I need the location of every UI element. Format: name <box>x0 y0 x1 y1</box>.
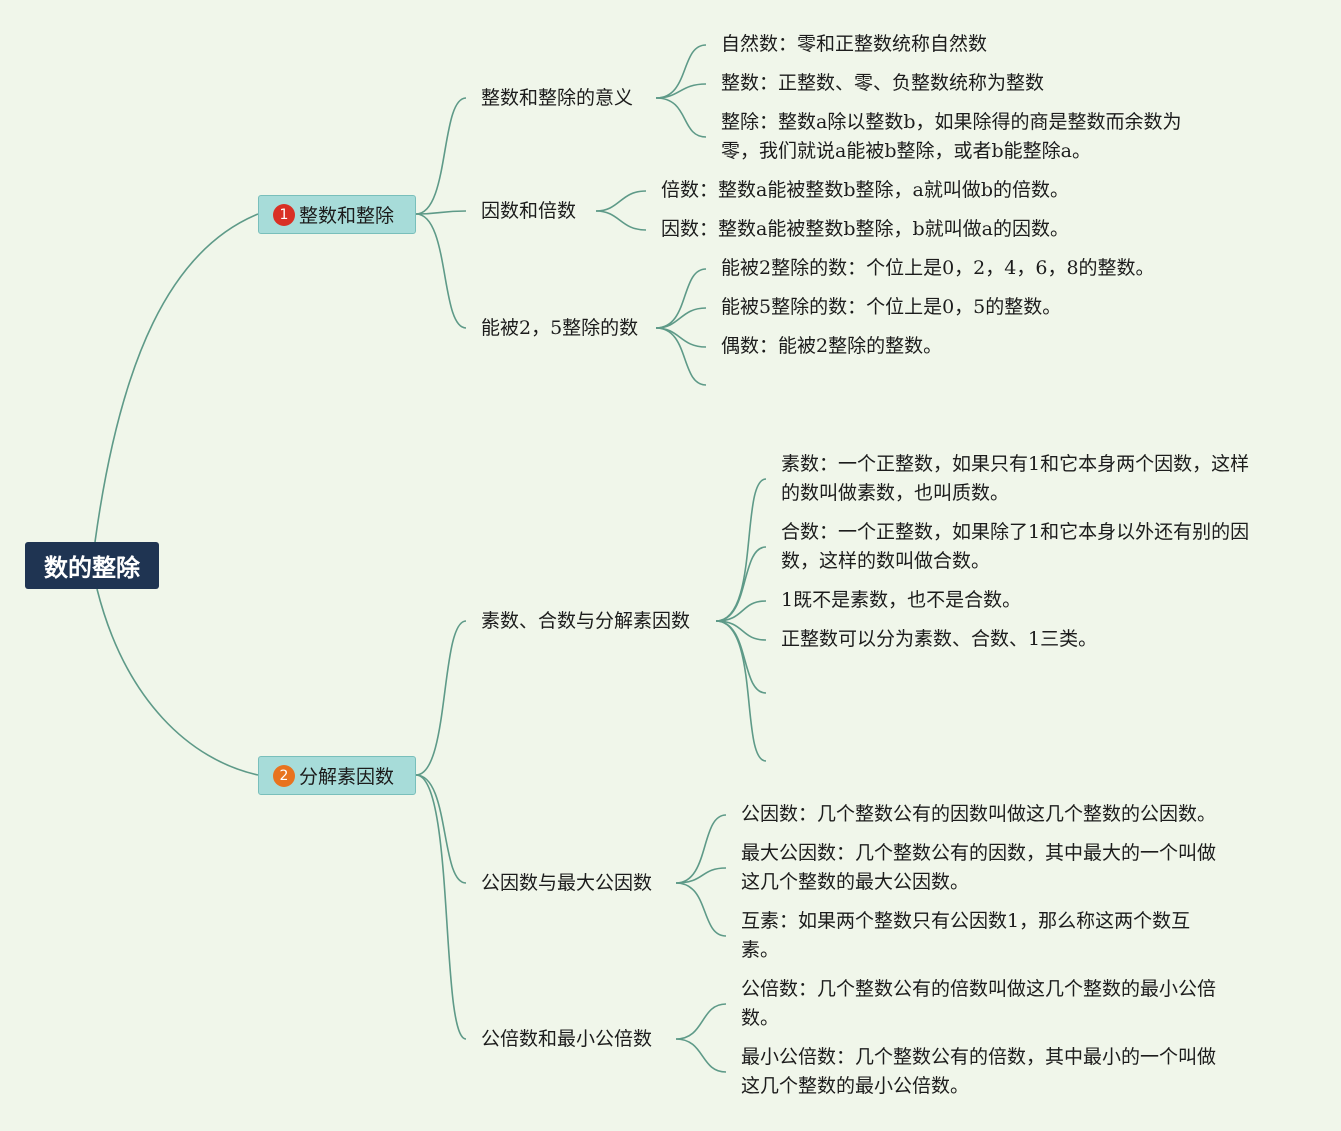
leaf-line: 能被5整除的数：个位上是0，5的整数。 <box>721 296 1062 318</box>
connector-branch2-sub3 <box>415 774 467 1040</box>
leaf-line: 偶数：能被2整除的整数。 <box>721 335 943 357</box>
leaf-line: 整数：正整数、零、负整数统称为整数 <box>721 72 1045 94</box>
leaf-coprime[interactable]: 互素：如果两个整数只有公因数1，那么称这两个数互 素。 <box>741 907 1190 965</box>
connector-b2sub2-leaf1 <box>675 814 727 884</box>
connector-branch1-sub1 <box>415 97 467 215</box>
leaf-one-neither[interactable]: 1既不是素数，也不是合数。 <box>781 586 1021 615</box>
leaf-line: 这几个整数的最小公倍数。 <box>741 1075 970 1097</box>
connector-b2sub1-leaf5 <box>715 620 767 694</box>
connector-root-branch1 <box>94 213 259 543</box>
connector-b2sub2-leaf3 <box>675 882 727 937</box>
leaf-line: 最小公倍数：几个整数公有的倍数，其中最小的一个叫做 <box>741 1046 1217 1068</box>
leaf-line: 倍数：整数a能被整数b整除，a就叫做b的倍数。 <box>661 179 1069 201</box>
leaf-natural-numbers[interactable]: 自然数：零和正整数统称自然数 <box>721 30 987 59</box>
leaf-composite-definition[interactable]: 合数：一个正整数，如果除了1和它本身以外还有别的因 数，这样的数叫做合数。 <box>781 518 1249 576</box>
connector-sub3-leaf4 <box>655 327 707 386</box>
leaf-common-factor[interactable]: 公因数：几个整数公有的因数叫做这几个整数的公因数。 <box>741 800 1216 829</box>
connector-root-branch2 <box>96 588 259 776</box>
leaf-line: 自然数：零和正整数统称自然数 <box>721 33 988 55</box>
connector-branch2-sub1 <box>415 620 467 776</box>
leaf-line: 素数：一个正整数，如果只有1和它本身两个因数，这样 <box>781 453 1250 475</box>
leaf-greatest-common-factor[interactable]: 最大公因数：几个整数公有的因数，其中最大的一个叫做 这几个整数的最大公因数。 <box>741 839 1216 897</box>
leaf-line: 1既不是素数，也不是合数。 <box>781 589 1022 611</box>
leaf-line: 数，这样的数叫做合数。 <box>781 550 991 572</box>
leaf-line: 数。 <box>741 1007 780 1029</box>
leaf-line: 能被2整除的数：个位上是0，2，4，6，8的整数。 <box>721 257 1155 279</box>
branch-topic-label: 分解素因数 <box>299 766 395 788</box>
connector-b2sub3-leaf1 <box>675 1003 727 1040</box>
root-topic[interactable]: 数的整除 <box>25 542 159 589</box>
connector-b2sub1-leaf4 <box>715 620 767 641</box>
leaf-prime-definition[interactable]: 素数：一个正整数，如果只有1和它本身两个因数，这样 的数叫做素数，也叫质数。 <box>781 450 1249 508</box>
leaf-line: 合数：一个正整数，如果除了1和它本身以外还有别的因 <box>781 521 1250 543</box>
subtopic-factors-multiples[interactable]: 因数和倍数 <box>481 200 577 222</box>
subtopic-common-multiples[interactable]: 公倍数和最小公倍数 <box>481 1028 653 1050</box>
leaf-divisible-by-5[interactable]: 能被5整除的数：个位上是0，5的整数。 <box>721 293 1061 322</box>
leaf-line: 素。 <box>741 939 780 961</box>
leaf-line: 公因数：几个整数公有的因数叫做这几个整数的公因数。 <box>741 803 1217 825</box>
leaf-classification[interactable]: 正整数可以分为素数、合数、1三类。 <box>781 625 1097 654</box>
connector-sub3-leaf1 <box>655 268 707 329</box>
leaf-line: 的数叫做素数，也叫质数。 <box>781 482 1010 504</box>
number-badge-icon: 1 <box>273 203 295 226</box>
connector-b2sub3-leaf2 <box>675 1038 727 1073</box>
root-topic-label: 数的整除 <box>44 554 140 582</box>
leaf-factor-definition[interactable]: 因数：整数a能被整数b整除，b就叫做a的因数。 <box>661 215 1069 244</box>
connector-b2sub2-leaf2 <box>675 867 727 884</box>
leaf-line: 因数：整数a能被整数b整除，b就叫做a的因数。 <box>661 218 1069 240</box>
leaf-line: 这几个整数的最大公因数。 <box>741 871 970 893</box>
subtopic-common-factors[interactable]: 公因数与最大公因数 <box>481 872 653 894</box>
leaf-line: 公倍数：几个整数公有的倍数叫做这几个整数的最小公倍 <box>741 978 1217 1000</box>
subtopic-primes-composites[interactable]: 素数、合数与分解素因数 <box>481 610 691 632</box>
connector-branch1-sub3 <box>415 213 467 329</box>
subtopic-meaning-of-integers[interactable]: 整数和整除的意义 <box>481 87 634 109</box>
branch-topic-integers-divisibility[interactable]: 1 整数和整除 <box>258 195 416 234</box>
connector-sub1-leaf1 <box>655 44 707 99</box>
connector-b2sub1-leaf2 <box>715 546 767 622</box>
connector-b2sub1-leaf3 <box>715 600 767 622</box>
leaf-divisibility-definition[interactable]: 整除：整数a除以整数b，如果除得的商是整数而余数为 零，我们就说a能被b整除，或… <box>721 108 1182 166</box>
number-badge-icon: 2 <box>273 764 295 787</box>
leaf-integers[interactable]: 整数：正整数、零、负整数统称为整数 <box>721 69 1044 98</box>
leaf-least-common-multiple[interactable]: 最小公倍数：几个整数公有的倍数，其中最小的一个叫做 这几个整数的最小公倍数。 <box>741 1043 1216 1101</box>
connector-sub3-leaf2 <box>655 307 707 329</box>
branch-topic-label: 整数和整除 <box>299 205 395 227</box>
connector-branch2-sub2 <box>415 774 467 884</box>
branch-topic-prime-factorization[interactable]: 2 分解素因数 <box>258 756 416 795</box>
leaf-line: 零，我们就说a能被b整除，或者b能整除a。 <box>721 140 1091 162</box>
connector-sub3-leaf3 <box>655 327 707 348</box>
leaf-common-multiple[interactable]: 公倍数：几个整数公有的倍数叫做这几个整数的最小公倍 数。 <box>741 975 1216 1033</box>
leaf-multiple-definition[interactable]: 倍数：整数a能被整数b整除，a就叫做b的倍数。 <box>661 176 1069 205</box>
connector-branch1-sub2 <box>415 210 467 215</box>
connector-sub2-leaf2 <box>595 210 647 231</box>
subtopic-divisible-by-2-5[interactable]: 能被2，5整除的数 <box>481 317 639 339</box>
connector-b2sub1-leaf6 <box>715 620 767 762</box>
connector-sub1-leaf3 <box>655 97 707 138</box>
leaf-line: 整除：整数a除以整数b，如果除得的商是整数而余数为 <box>721 111 1182 133</box>
leaf-even-numbers[interactable]: 偶数：能被2整除的整数。 <box>721 332 942 361</box>
leaf-line: 互素：如果两个整数只有公因数1，那么称这两个数互 <box>741 910 1191 932</box>
connector-sub1-leaf2 <box>655 83 707 99</box>
leaf-divisible-by-2[interactable]: 能被2整除的数：个位上是0，2，4，6，8的整数。 <box>721 254 1155 283</box>
leaf-line: 最大公因数：几个整数公有的因数，其中最大的一个叫做 <box>741 842 1217 864</box>
leaf-line: 正整数可以分为素数、合数、1三类。 <box>781 628 1098 650</box>
connector-sub2-leaf1 <box>595 190 647 212</box>
